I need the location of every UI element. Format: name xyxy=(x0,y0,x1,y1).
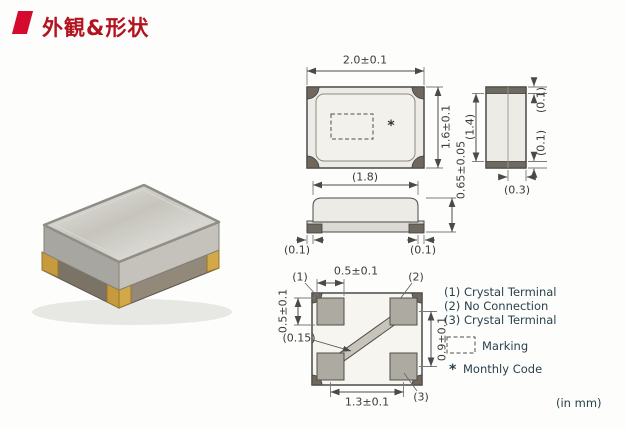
end-view xyxy=(472,77,547,181)
dim-end-base: (0.3) xyxy=(503,183,531,197)
units-note: (in mm) xyxy=(556,396,602,410)
legend-pin1: (1) Crystal Terminal xyxy=(444,285,557,299)
legend-marking-box xyxy=(446,336,476,354)
legend-pin3: (3) Crystal Terminal xyxy=(444,313,557,327)
dim-pad-width: 0.5±0.1 xyxy=(333,264,379,278)
pad-1 xyxy=(316,297,345,326)
pad-3 xyxy=(389,352,418,381)
dim-end-lid-length: (1.4) xyxy=(463,113,477,141)
top-view xyxy=(306,67,443,169)
pad-4 xyxy=(316,352,345,381)
dim-top-width: 2.0±0.1 xyxy=(342,53,388,67)
dim-end-bottom-margin: (0.1) xyxy=(534,129,548,157)
dim-side-right-margin: (0.1) xyxy=(409,243,437,257)
monthly-code-asterisk-icon: * xyxy=(449,362,457,378)
dim-pad-height: 0.5±0.1 xyxy=(276,288,290,334)
photo-shadow xyxy=(32,299,232,325)
section-title: 外観&形状 xyxy=(42,16,150,40)
marking-asterisk-icon: * xyxy=(387,118,395,134)
dim-pitch-horizontal: 1.3±0.1 xyxy=(344,395,390,409)
pin3-label: (3) xyxy=(413,390,429,404)
pin2-label: (2) xyxy=(408,270,424,284)
bottom-view xyxy=(294,279,437,397)
dim-lid-width: (1.8) xyxy=(351,170,379,184)
pin1-label: (1) xyxy=(292,270,308,284)
legend-marking-label: Marking xyxy=(482,339,529,353)
dim-trace-width: (0.15) xyxy=(282,331,316,345)
photo-lid-ridge xyxy=(53,189,210,258)
legend-monthly-code-label: Monthly Code xyxy=(463,362,543,376)
legend-pin2: (2) No Connection xyxy=(444,299,549,313)
side-view xyxy=(296,181,456,244)
dim-overall-thickness: 0.65±0.05 xyxy=(454,140,468,200)
dim-end-top-margin: (0.1) xyxy=(534,86,548,114)
dim-top-height: 1.6±0.1 xyxy=(439,104,453,150)
marking-box xyxy=(330,113,374,140)
pad-2 xyxy=(389,297,418,326)
photo-lid-top xyxy=(42,183,221,264)
component-photo xyxy=(32,183,232,325)
dim-side-left-margin: (0.1) xyxy=(283,243,311,257)
